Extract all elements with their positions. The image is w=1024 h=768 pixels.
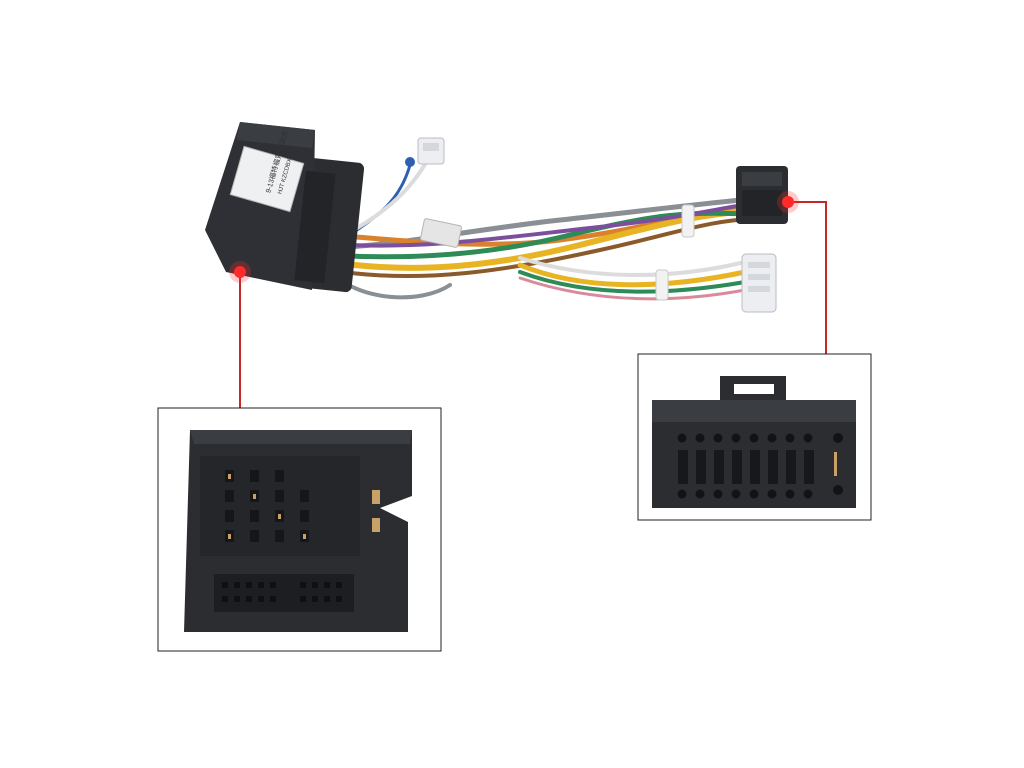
zip-tie-2	[655, 269, 669, 301]
callout-right	[777, 191, 827, 354]
wire-white-branch	[518, 256, 747, 277]
white-side-plug	[741, 253, 777, 313]
iso-side-contacts	[833, 433, 843, 495]
iso-pin-row-bottom	[677, 489, 813, 499]
small-white-plug	[405, 137, 445, 167]
detail-frame-car-side	[157, 407, 442, 652]
pin-grid-lower	[214, 574, 354, 612]
wire-pink-branch	[518, 276, 747, 301]
zip-tie-1	[681, 204, 695, 238]
detail-frame-radio-side	[637, 353, 872, 521]
iso-connector-photo	[736, 166, 788, 224]
wire-bundle	[327, 153, 763, 301]
wire-purple	[328, 200, 762, 248]
wire-brown	[328, 216, 762, 279]
pin-contacts-gold	[228, 474, 306, 539]
wire-yellow-branch	[517, 262, 748, 288]
wire-label-tag	[420, 218, 462, 248]
iso-pin-row-top	[677, 433, 813, 443]
ford-quadlock-connector-photo: 9-13福特福克斯/翼虎 HJT KZCDBX	[205, 122, 365, 293]
iso-pin-slots	[678, 450, 814, 484]
callout-left	[229, 261, 251, 410]
wire-green-branch	[518, 270, 747, 294]
wire-yellow	[327, 207, 763, 271]
